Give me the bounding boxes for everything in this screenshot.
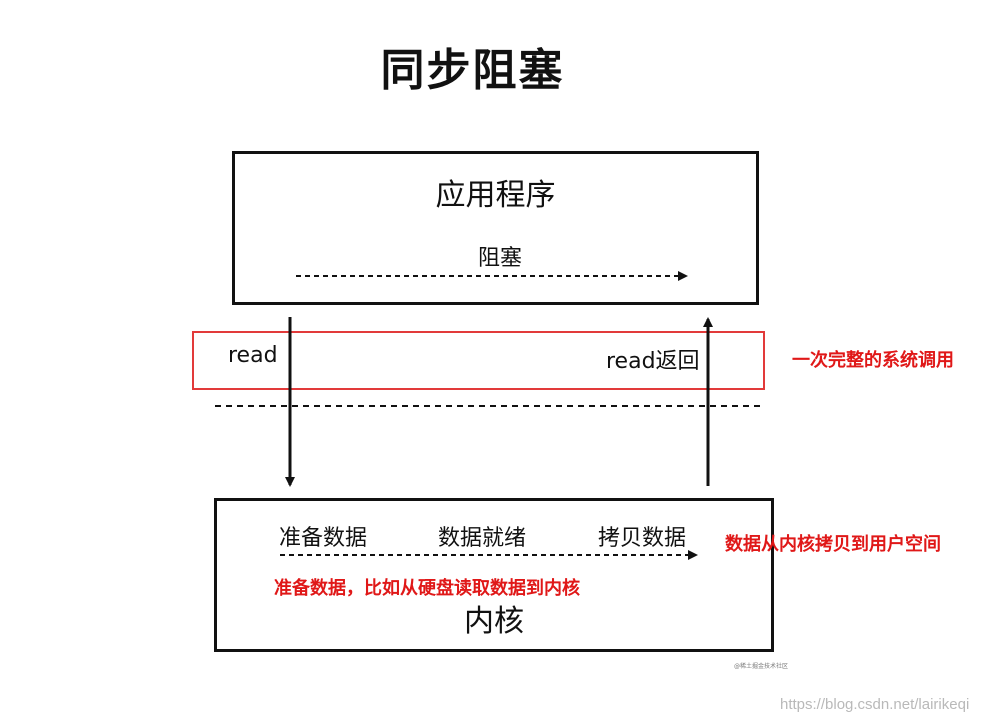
prepare-note: 准备数据，比如从硬盘读取数据到内核 [274, 578, 580, 599]
diagram-title: 同步阻塞 [380, 45, 565, 96]
url-watermark: https://blog.csdn.net/lairikeqi [780, 696, 970, 713]
blocking-label: 阻塞 [477, 246, 522, 271]
step-prepare-data: 准备数据 [279, 526, 368, 551]
copy-note: 数据从内核拷贝到用户空间 [725, 534, 941, 555]
step-data-ready: 数据就绪 [438, 526, 527, 551]
kernel-box [214, 498, 774, 652]
read-return-label: read返回 [606, 349, 700, 374]
syscall-highlight-rect [192, 331, 765, 390]
read-label: read [228, 343, 278, 368]
syscall-note: 一次完整的系统调用 [792, 350, 954, 371]
application-box [232, 151, 759, 305]
small-source-mark: @稀土掘金技术社区 [734, 663, 789, 670]
step-copy-data: 拷贝数据 [598, 526, 687, 551]
application-label: 应用程序 [435, 178, 556, 213]
kernel-label: 内核 [464, 604, 524, 639]
